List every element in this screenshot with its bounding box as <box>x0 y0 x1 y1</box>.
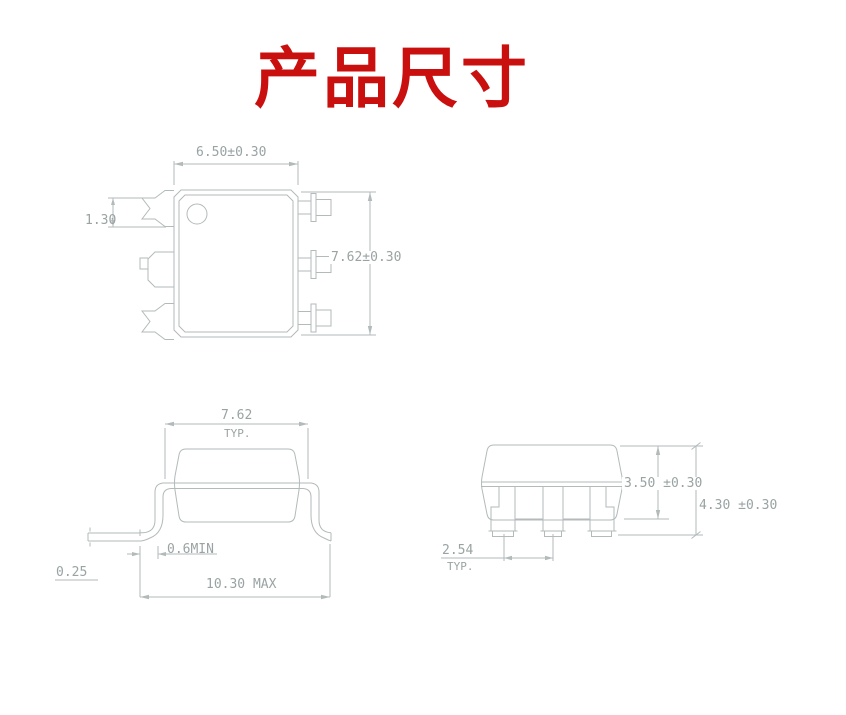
front-view-leadframe <box>87 482 332 547</box>
side-view <box>441 442 703 561</box>
front-view-dim-overall-span <box>140 544 331 600</box>
page-title: 产品尺寸 <box>254 41 530 115</box>
front-view-lead-span-typ-label: TYP. <box>224 427 251 440</box>
front-view-body-outline <box>174 448 300 523</box>
side-view-lead-pitch-label: 2.54 <box>442 543 474 558</box>
top-view-left-pins <box>139 190 174 340</box>
top-view-body-width-label: 6.50±0.30 <box>196 145 267 160</box>
side-view-dim-overall-height <box>618 442 703 539</box>
top-view-lead-shoulder-label: 1.30 <box>85 213 117 228</box>
top-view <box>108 161 376 340</box>
top-view-dim-body-width <box>173 161 299 185</box>
front-view-overall-span-label: 10.30 MAX <box>206 577 277 592</box>
top-view-body-length-label: 7.62±0.30 <box>329 250 404 265</box>
front-view-lead-thickness-label: 0.25 <box>56 565 88 580</box>
top-view-body-outline <box>173 189 299 338</box>
side-view-dim-body-height <box>620 445 703 520</box>
front-view-dim-foot-length <box>127 546 217 597</box>
front-view-lead-span-label: 7.62 <box>221 408 253 423</box>
front-view <box>55 421 332 600</box>
side-view-overall-height-label: 4.30 ±0.30 <box>697 498 780 513</box>
side-view-dim-lead-pitch <box>441 534 554 561</box>
side-view-body-outline <box>481 444 623 521</box>
side-view-body-height-label: 3.50 ±0.30 <box>622 476 705 491</box>
pin1-marker-circle <box>186 203 208 225</box>
top-view-right-pins <box>298 193 332 333</box>
front-view-dim-lead-span <box>164 421 309 479</box>
side-view-lead-pitch-typ-label: TYP. <box>447 560 474 573</box>
side-view-legs <box>488 487 617 537</box>
front-view-foot-length-label: 0.6MIN <box>167 542 214 557</box>
top-view-dim-lead-shoulder <box>108 197 166 228</box>
